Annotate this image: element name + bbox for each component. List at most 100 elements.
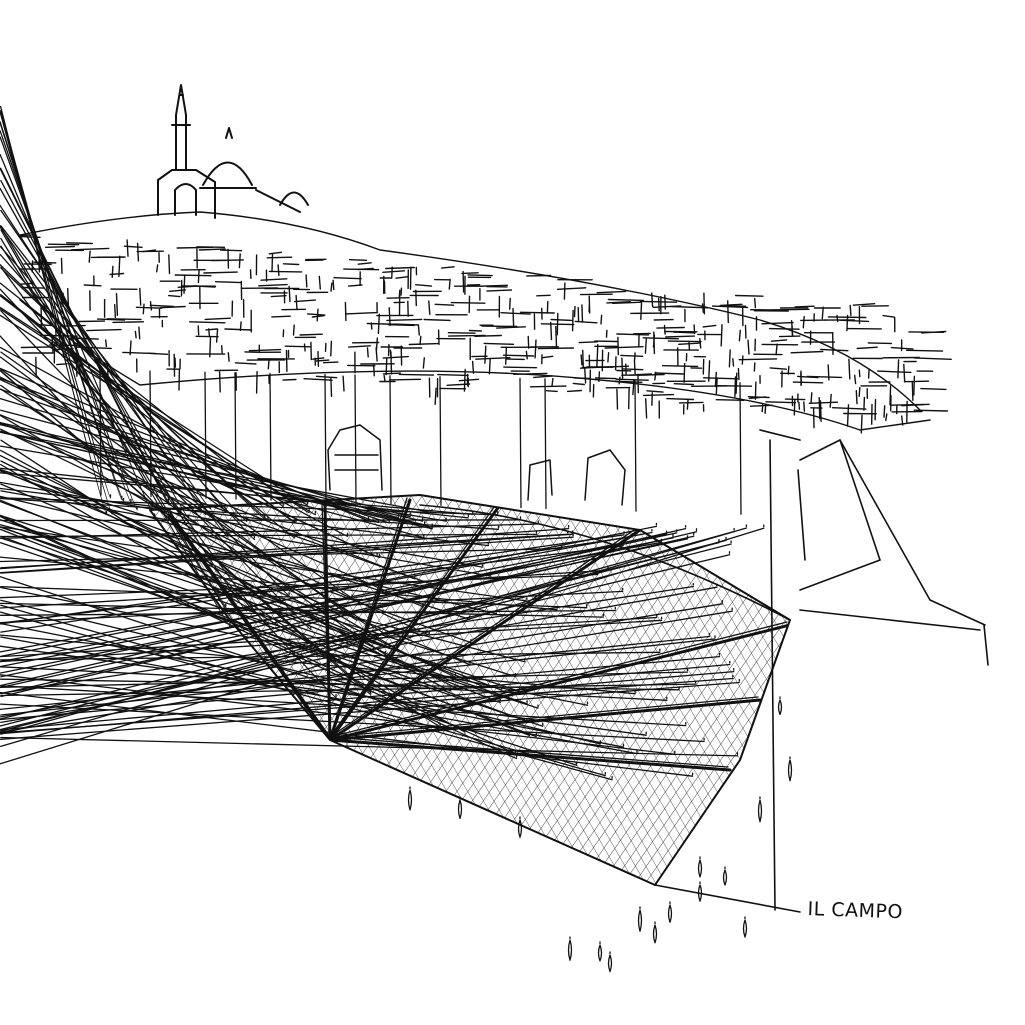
city-line: [737, 367, 740, 381]
person: [0, 294, 296, 524]
person: [0, 467, 469, 519]
city-line: [563, 282, 566, 300]
city-line: [123, 245, 143, 248]
facade-line: [354, 374, 357, 504]
city-line: [389, 378, 422, 381]
city-line: [678, 342, 701, 345]
city-line: [377, 313, 380, 334]
city-line: [271, 315, 291, 318]
person: [407, 789, 413, 811]
person: [0, 531, 698, 698]
person: [0, 534, 625, 625]
person: [787, 759, 793, 782]
city-line: [867, 368, 870, 379]
city-line: [541, 355, 554, 359]
person: [0, 266, 268, 627]
facade-line: [519, 377, 522, 509]
city-line: [572, 382, 585, 386]
city-line: [56, 363, 68, 366]
city-line: [761, 321, 794, 325]
city-line: [83, 284, 102, 287]
city-line: [467, 274, 493, 277]
city-line: [203, 271, 238, 274]
city-line: [607, 352, 610, 363]
person: [0, 645, 647, 736]
city-line: [448, 334, 486, 337]
city-line: [584, 367, 587, 384]
city-line: [138, 326, 141, 340]
city-line: [770, 308, 810, 311]
person: [0, 282, 284, 507]
city-line: [168, 254, 171, 275]
city-line: [129, 340, 132, 356]
person: [0, 537, 539, 709]
city-line: [646, 390, 664, 393]
city-line: [906, 349, 944, 352]
person: [697, 859, 703, 878]
person: [0, 586, 718, 718]
city-line: [877, 370, 912, 374]
city-line: [545, 390, 558, 393]
city-line: [600, 314, 603, 325]
person: [0, 421, 424, 522]
city-line: [461, 272, 479, 275]
city-line: [315, 375, 338, 379]
city-line: [738, 329, 741, 342]
city-line: [299, 333, 323, 336]
city-line: [555, 325, 558, 348]
city-line: [686, 399, 689, 410]
city-line: [234, 362, 257, 365]
city-line: [719, 303, 743, 307]
city-line: [174, 274, 212, 277]
city-line: [60, 257, 63, 275]
person: [0, 245, 247, 612]
city-line: [503, 366, 538, 369]
person: [0, 576, 578, 766]
city-line: [483, 342, 515, 345]
city-line: [615, 378, 649, 381]
city-line: [348, 259, 368, 261]
city-line: [765, 401, 797, 404]
city-line: [616, 388, 619, 410]
city-line: [88, 250, 91, 263]
city-line: [889, 385, 892, 406]
city-line: [502, 354, 535, 357]
city-line: [357, 267, 374, 271]
city-line: [395, 276, 409, 279]
city-line: [307, 313, 326, 316]
city-line: [920, 387, 947, 391]
city-line: [215, 328, 219, 343]
city-line: [640, 302, 643, 320]
city-line: [122, 351, 157, 355]
city-line: [434, 387, 437, 405]
city-line: [44, 245, 75, 248]
city-line: [284, 345, 312, 348]
city-line: [534, 339, 537, 359]
person: [0, 367, 370, 522]
city-line: [790, 350, 824, 354]
city-line: [747, 339, 750, 355]
person: [0, 610, 733, 733]
city-line: [820, 348, 849, 352]
person: [0, 542, 544, 727]
person: [0, 638, 716, 716]
city-line: [622, 368, 644, 371]
city-line: [702, 377, 739, 380]
city-line: [385, 266, 415, 270]
city-line: [612, 301, 643, 304]
person: [0, 519, 522, 522]
city-line: [683, 362, 686, 383]
city-line: [248, 348, 282, 352]
city-line: [322, 361, 339, 364]
person: [0, 523, 539, 539]
city-line: [415, 289, 417, 307]
city-line: [419, 335, 422, 346]
city-line: [829, 393, 832, 408]
city-line: [505, 346, 508, 365]
city-line: [657, 297, 660, 312]
city-line: [571, 309, 574, 332]
person: [0, 499, 501, 704]
city-line: [394, 323, 419, 326]
city-line: [197, 325, 200, 336]
